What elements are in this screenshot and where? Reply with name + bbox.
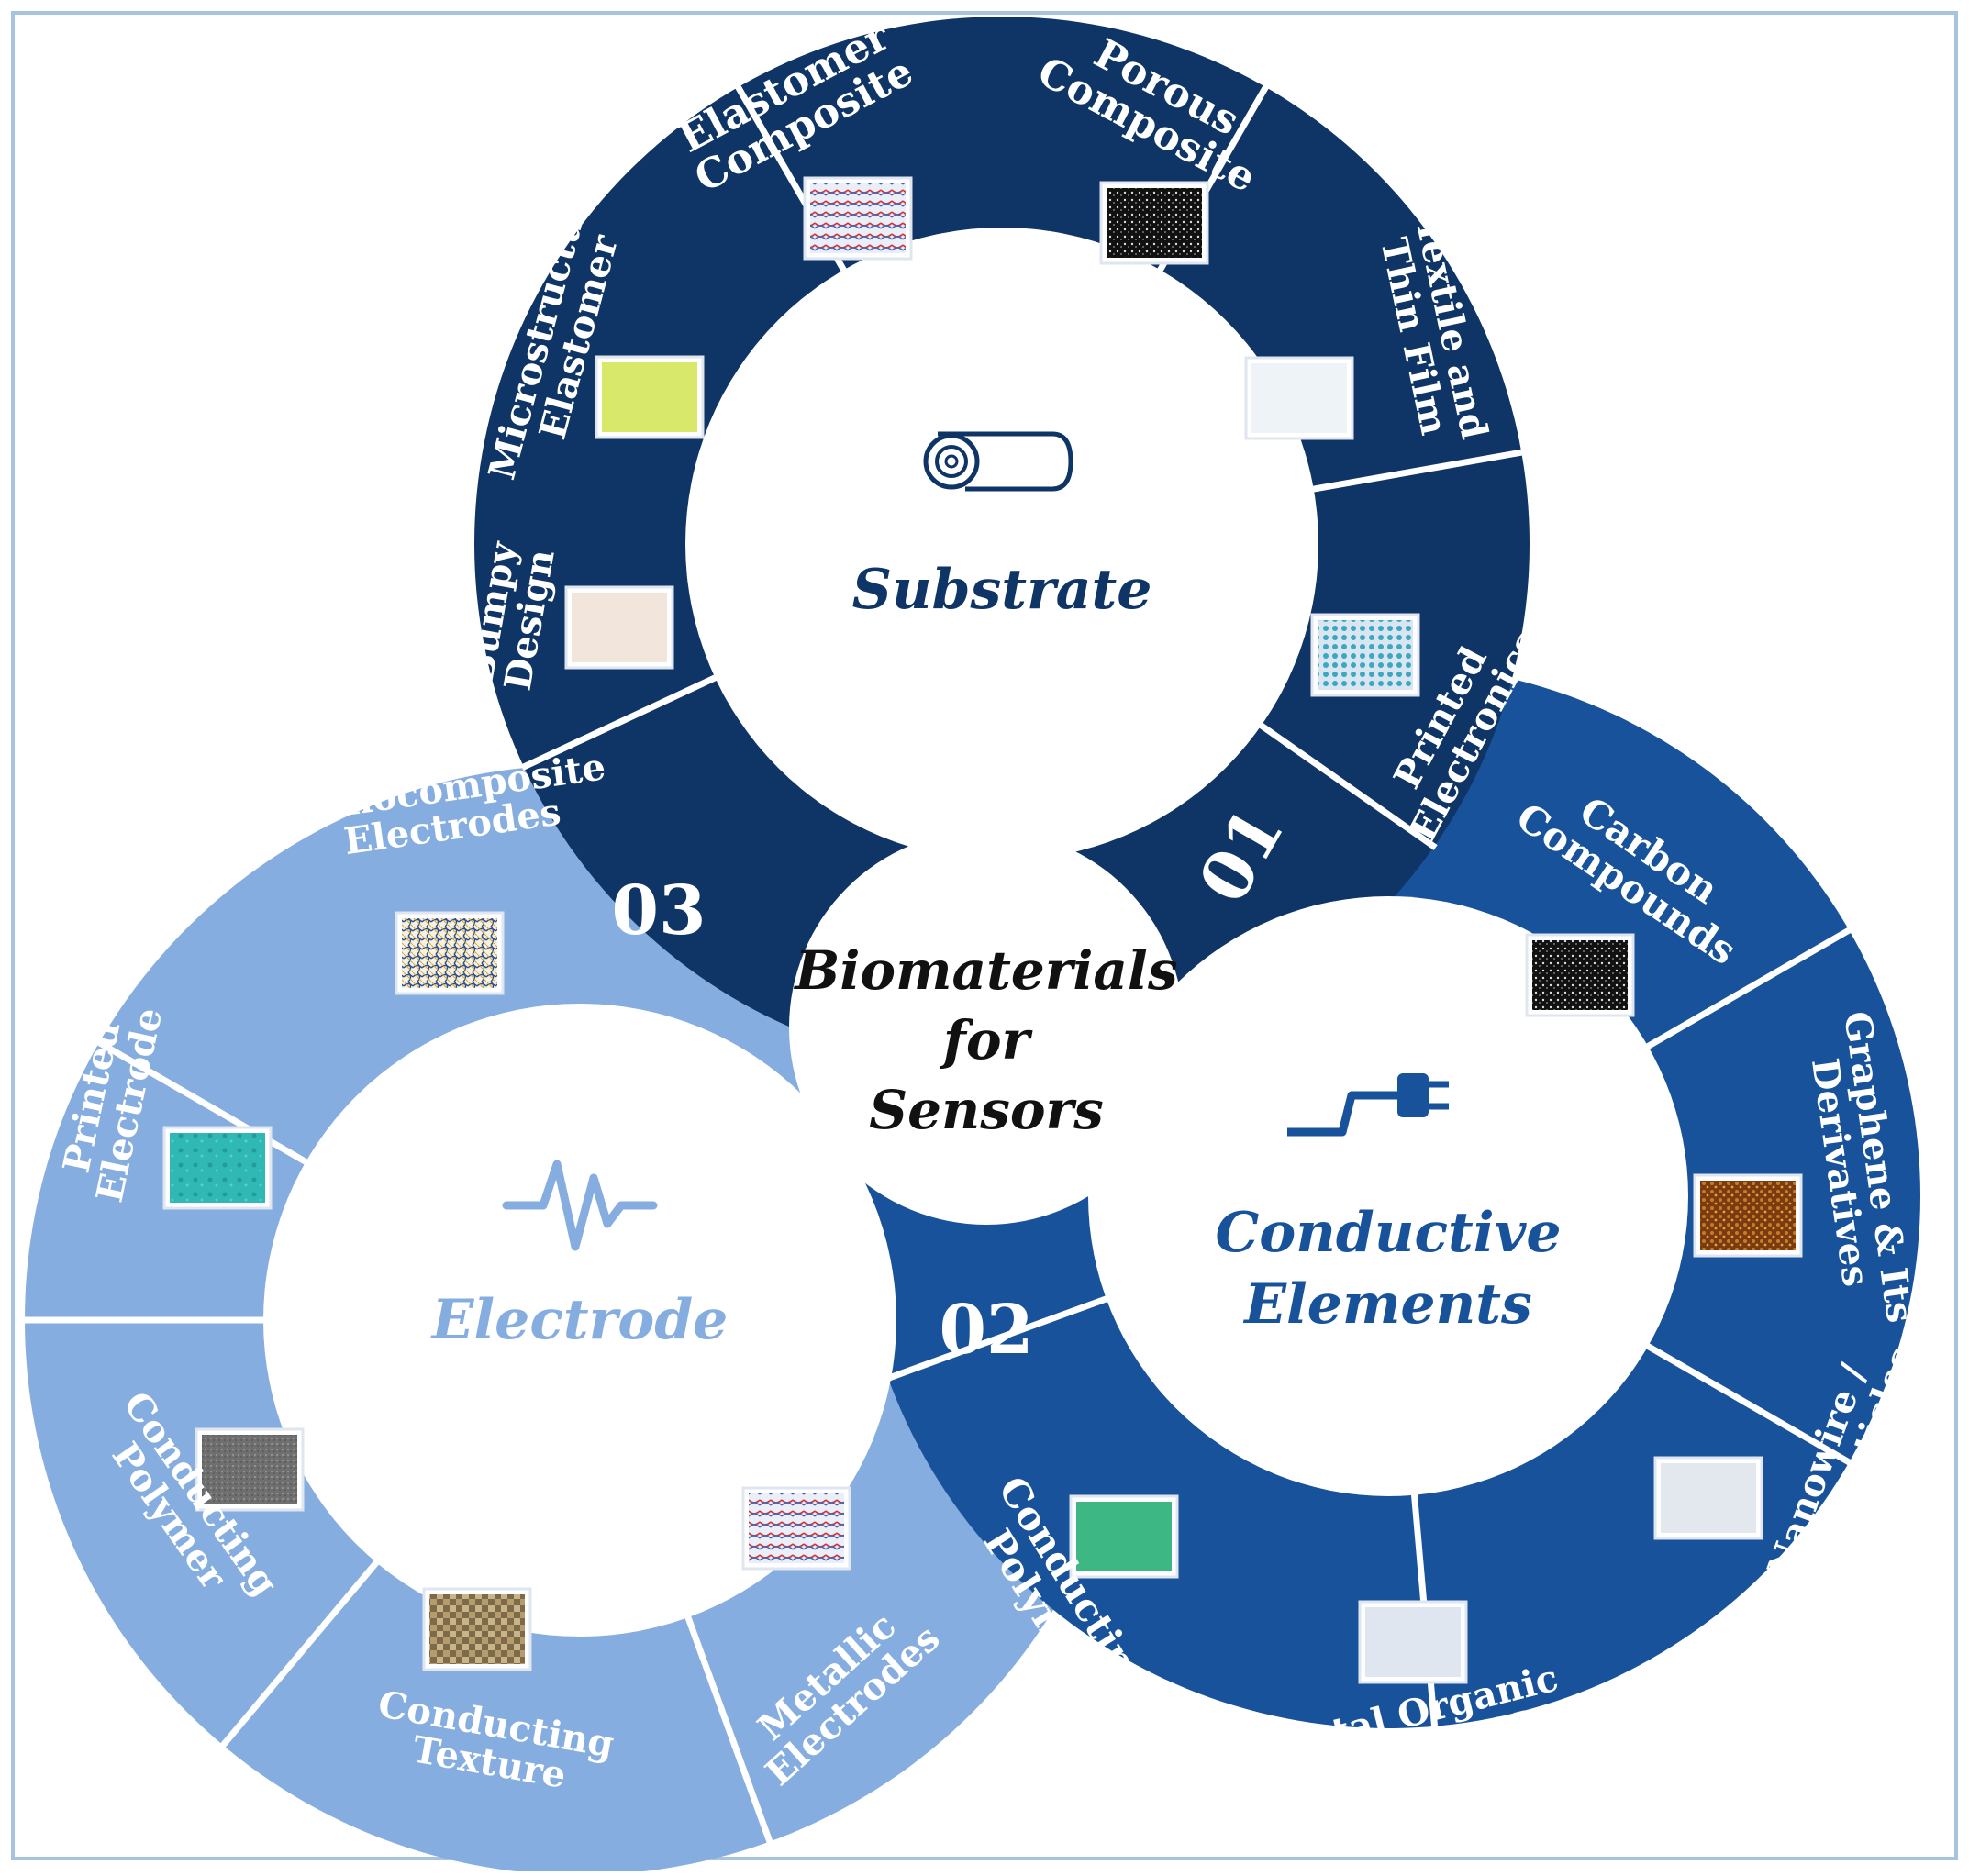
center-title-line-3: Sensors <box>869 1079 1104 1141</box>
electrode-divider-1 <box>95 1038 316 1170</box>
printed-electrode-image <box>162 1126 273 1210</box>
printed-electronics-image <box>1310 613 1420 697</box>
waveform-icon <box>502 1160 658 1251</box>
conductive-inner-disc <box>1088 896 1688 1496</box>
conducting-polymer-image <box>1069 1494 1179 1579</box>
conductive-title-line-1: Conductive <box>1215 1201 1561 1265</box>
textile-thin-film-image <box>1244 356 1354 440</box>
conductive-divider-4 <box>884 1293 1117 1382</box>
microstructure-elastomer-image <box>595 355 705 439</box>
center-hub <box>789 830 1184 1225</box>
electrode-divider-4 <box>682 1607 773 1845</box>
plug-icon <box>1287 1073 1449 1137</box>
nanocomposite-electrodes-image <box>395 911 505 995</box>
conducting-texture-image <box>422 1587 532 1671</box>
substrate-divider-6 <box>520 671 725 771</box>
inner-disc-layer <box>263 228 1688 1637</box>
substrate-divider-3 <box>1304 449 1524 494</box>
electrode-conducting-polymer-image <box>195 1427 305 1512</box>
thumbnail-layer <box>162 176 1803 1684</box>
center-title-line-2: for <box>940 1009 1034 1071</box>
porous-composite-image <box>1099 181 1209 265</box>
conductive-section-number: 02 <box>940 1291 1034 1370</box>
electrode-section-number: 03 <box>612 871 706 950</box>
center-title: Biomaterials for Sensors <box>793 939 1177 1141</box>
substrate-inner-disc <box>685 228 1318 860</box>
mof-mxene-image <box>1358 1600 1468 1684</box>
substrate-title-line-1: Substrate <box>852 558 1152 622</box>
electrode-divider-3 <box>219 1553 385 1749</box>
substrate-divider-4 <box>1251 717 1438 850</box>
bumpy-design-image <box>564 585 674 670</box>
conductive-divider-1 <box>1638 926 1852 1054</box>
carbon-compounds-image <box>1525 933 1635 1017</box>
elastomer-composite-image <box>803 176 913 261</box>
conductive-divider-2 <box>1638 1338 1852 1467</box>
conductive-title-line-2: Elements <box>1242 1272 1531 1337</box>
electrode-inner-disc <box>263 1004 896 1637</box>
nanowire-image <box>1653 1456 1763 1540</box>
graphene-image <box>1693 1173 1803 1258</box>
section-icon-layer <box>502 431 1449 1251</box>
metallic-electrodes-image <box>741 1486 851 1571</box>
rolled-film-icon <box>923 431 1073 492</box>
electrode-title-line-1: Electrode <box>430 1288 729 1352</box>
center-title-line-1: Biomaterials <box>793 939 1177 1002</box>
